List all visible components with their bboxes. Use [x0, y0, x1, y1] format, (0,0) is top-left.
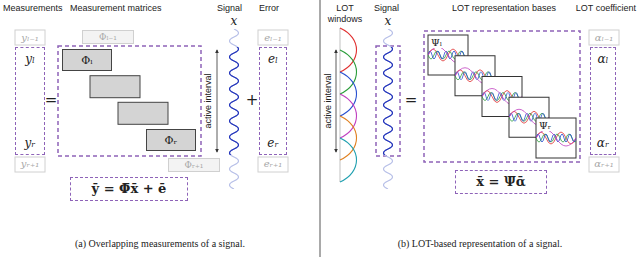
basis-square — [536, 118, 578, 158]
window-curve — [340, 94, 357, 138]
math-symbol: eᵣ — [267, 136, 278, 150]
matrix-block — [118, 102, 168, 124]
subfigure-caption: (b) LOT-based representation of a signal… — [398, 238, 563, 250]
matrix-block — [90, 76, 140, 98]
faded-block: Φᵣ₊₁ — [168, 158, 220, 172]
math-symbol: x̄ = Ψ̄ᾱ — [476, 174, 526, 190]
math-symbol: Φₗ₋₁ — [99, 32, 117, 42]
faded-cells — [15, 30, 619, 172]
math-symbol: αₗ — [597, 52, 608, 66]
header-label: Signal — [217, 3, 242, 14]
basis-block: Ψᵣ — [536, 118, 576, 158]
window-curve — [340, 28, 357, 72]
faded-cell — [589, 30, 619, 45]
interval-arrow — [217, 50, 218, 152]
header-label: Error — [259, 3, 279, 14]
math-symbol: Φᵣ₊₁ — [185, 160, 204, 170]
faded-entry: yᵣ₊₁ — [21, 158, 39, 170]
signal-wave — [384, 47, 393, 155]
math-symbol: Ψᵣ — [538, 120, 552, 131]
signal-wave — [384, 29, 393, 189]
math-symbol: Φₗ — [81, 54, 93, 67]
vector-box: eₗ eᵣ — [259, 47, 287, 155]
window-curve — [340, 116, 357, 160]
faded-cell — [258, 30, 288, 45]
window-axis — [340, 28, 341, 182]
header-label: Measurement matrices — [70, 3, 162, 14]
math-symbol: αᵣ — [597, 136, 609, 150]
interval-label: active interval — [203, 73, 213, 128]
equation-box: ȳ = Φ̄x̄ + ē — [70, 177, 188, 201]
faded-entry: αₗ₋₁ — [595, 32, 613, 44]
active-signal — [384, 47, 393, 155]
equation-box: x̄ = Ψ̄ᾱ — [455, 170, 547, 194]
math-symbol: eₗ — [268, 52, 278, 66]
basis-block: Ψₗ — [428, 35, 468, 75]
subfigure-caption: (a) Overlapping measurements of a signal… — [75, 238, 245, 250]
variable-label: x — [385, 15, 392, 28]
interval-label: active interval — [323, 73, 333, 128]
header-label: LOT representation bases — [452, 3, 556, 14]
math-symbol: Ψₗ — [430, 37, 443, 48]
matrix-block: Φₗ — [62, 49, 112, 71]
faded-cell — [589, 157, 619, 172]
math-symbol: yᵣ — [25, 136, 36, 150]
operator: = — [45, 92, 58, 109]
interval-arrow — [336, 50, 337, 152]
faded-block: Φₗ₋₁ — [82, 30, 134, 44]
math-symbol: Φᵣ — [165, 134, 178, 147]
header-label: Signal — [374, 3, 399, 14]
faded-entry: eᵣ₊₁ — [264, 158, 283, 170]
faded-cell — [258, 157, 288, 172]
faded-cell — [15, 157, 45, 172]
lot-windows — [340, 28, 357, 182]
vector-box: yₗ yᵣ — [15, 47, 45, 155]
matrix-block: Φᵣ — [146, 129, 196, 151]
signal-wave — [230, 47, 239, 155]
panel-divider — [320, 0, 321, 257]
window-curve — [340, 72, 357, 116]
variable-label: x — [231, 15, 238, 28]
faded-entry: eₗ₋₁ — [264, 32, 282, 44]
operator: + — [246, 92, 259, 109]
matrix-frame — [58, 46, 201, 156]
window-curve — [340, 138, 357, 182]
signal-wave — [230, 29, 239, 189]
math-symbol: yₗ — [25, 52, 35, 66]
header-label: LOT coefficient — [576, 3, 636, 14]
operator: = — [405, 92, 418, 109]
window-curve — [340, 50, 357, 94]
header-label: LOT windows — [324, 3, 366, 25]
math-symbol: ȳ = Φ̄x̄ + ē — [92, 181, 167, 197]
header-label: Measurements — [3, 3, 63, 14]
active-signal — [230, 47, 239, 155]
vector-box: αₗ αᵣ — [590, 47, 616, 155]
faded-cell — [15, 30, 45, 45]
faded-entry: yₗ₋₁ — [21, 32, 38, 44]
basis-frame — [424, 31, 580, 162]
faded-entry: αᵣ₊₁ — [594, 158, 614, 170]
